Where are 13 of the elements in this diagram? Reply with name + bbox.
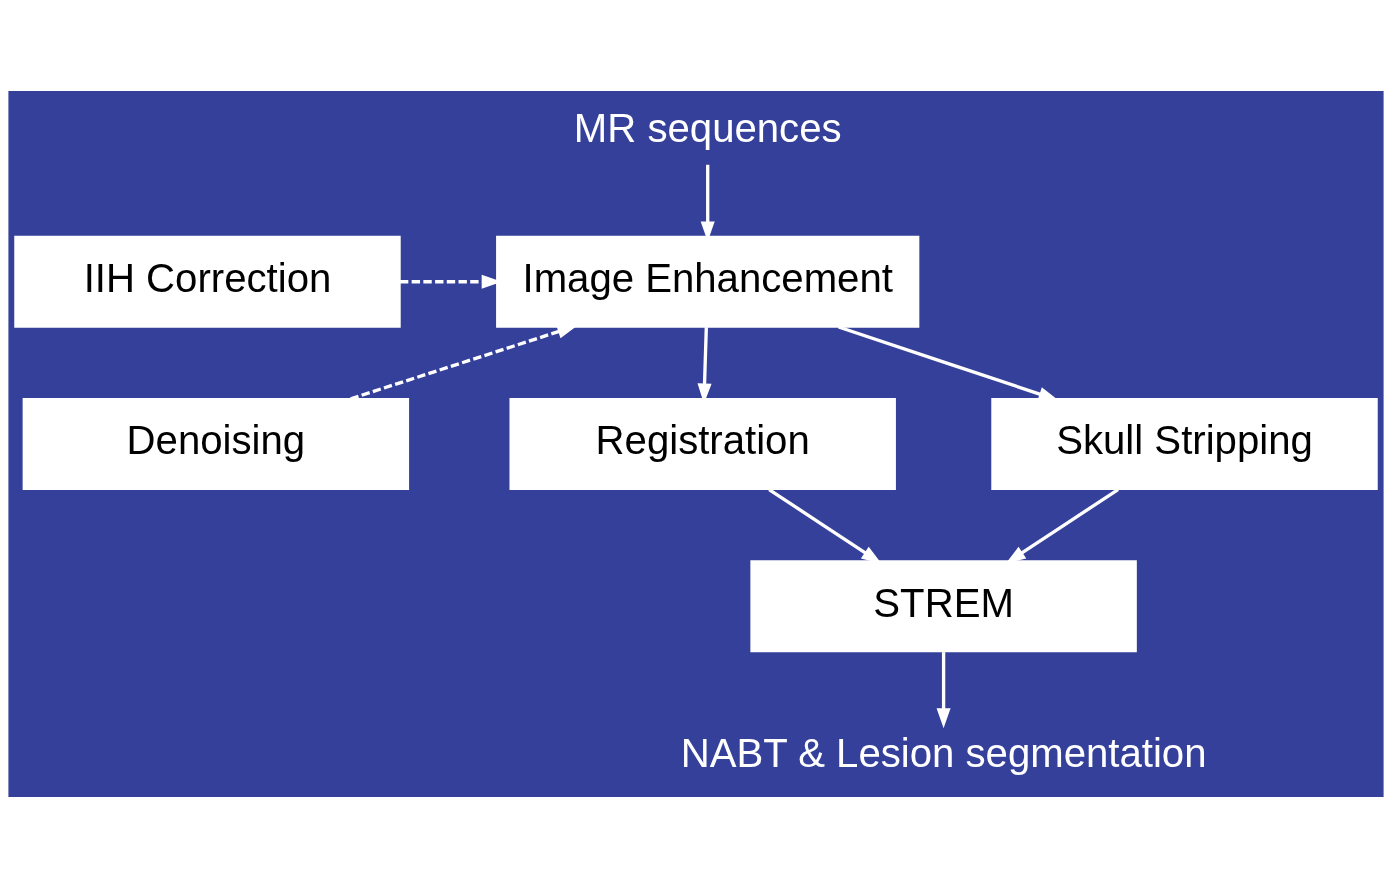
node-box: IIH Correction [14, 235, 401, 328]
node-text: NABT & Lesion segmentation [680, 730, 1207, 776]
node-box: Denoising [22, 397, 410, 490]
node-box: Registration [509, 397, 896, 490]
arrow [936, 651, 951, 728]
node-box: STREM [750, 559, 1137, 652]
arrow [1005, 487, 1119, 564]
arrow [350, 324, 578, 400]
arrow [768, 487, 882, 564]
node-box: Image Enhancement [496, 235, 920, 328]
arrow [838, 324, 1059, 401]
node-box: Skull Stripping [991, 397, 1378, 490]
node-text: MR sequences [573, 105, 842, 151]
